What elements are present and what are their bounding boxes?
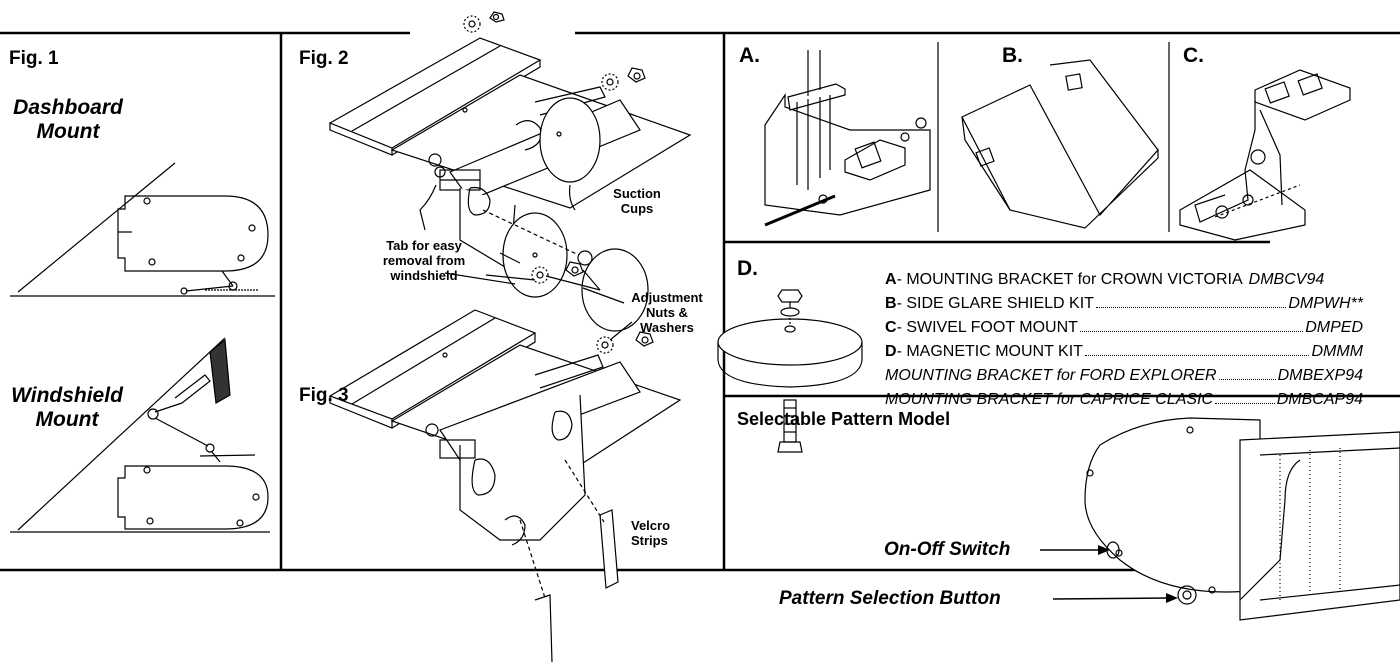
accessory-d-magnet bbox=[717, 289, 863, 453]
adjust-leader-2 bbox=[582, 287, 625, 304]
fig2-bracket-diagram bbox=[328, 11, 692, 332]
accessory-d-label: D. bbox=[737, 257, 758, 280]
windshield-mount-label: Windshield Mount bbox=[11, 384, 123, 431]
accessory-b-label: B. bbox=[1002, 44, 1023, 67]
fig1-dashboard-diagram bbox=[10, 162, 275, 297]
pattern-button-pointer bbox=[1052, 593, 1178, 603]
fig1-label: Fig. 1 bbox=[9, 48, 59, 69]
fig2-label: Fig. 2 bbox=[299, 48, 349, 69]
adjustment-nuts-callout: Adjustment Nuts & Washers bbox=[631, 290, 703, 335]
adjust-leader-1 bbox=[609, 321, 633, 341]
on-off-switch-pointer bbox=[1040, 545, 1110, 555]
accessory-c-label: C. bbox=[1183, 44, 1204, 67]
accessory-a-bracket bbox=[764, 50, 931, 227]
tab-leader-line bbox=[485, 274, 536, 281]
dashboard-mount-label: Dashboard Mount bbox=[13, 96, 123, 143]
suction-cups-callout: Suction Cups bbox=[613, 186, 661, 216]
on-off-switch-label: On-Off Switch bbox=[884, 539, 1011, 560]
accessory-c-swivel-mount bbox=[1179, 69, 1351, 241]
fig3-label: Fig. 3 bbox=[299, 385, 349, 406]
pattern-selection-button-label: Pattern Selection Button bbox=[779, 588, 1001, 609]
selectable-pattern-title: Selectable Pattern Model bbox=[737, 409, 951, 429]
fig1-windshield-diagram bbox=[10, 337, 270, 533]
tab-removal-callout: Tab for easy removal from windshield bbox=[382, 238, 466, 283]
accessory-b-glare-shield bbox=[961, 59, 1159, 229]
fig3-bracket-diagram bbox=[328, 261, 682, 662]
panel-frame bbox=[0, 31, 1400, 572]
velcro-strips-callout: Velcro Strips bbox=[631, 518, 671, 548]
accessory-a-label: A. bbox=[739, 44, 760, 67]
lightbar-end-cap-diagram bbox=[1084, 417, 1400, 621]
